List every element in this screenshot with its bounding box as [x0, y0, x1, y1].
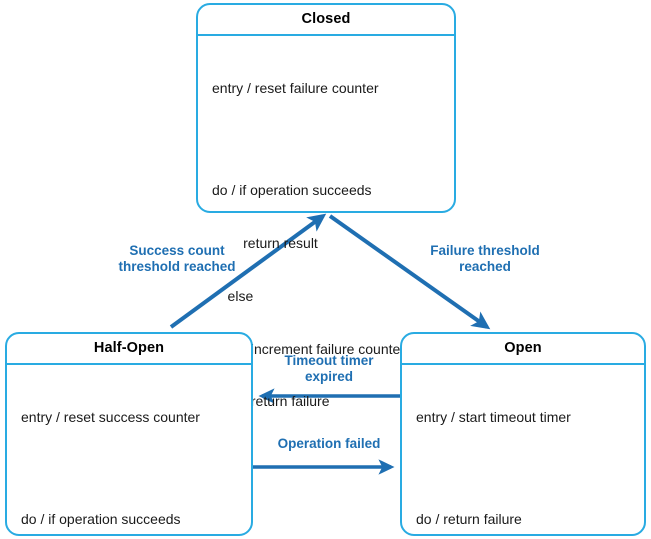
state-line: entry / reset failure counter — [212, 79, 379, 96]
state-line: do / if operation succeeds — [21, 510, 181, 527]
state-title-closed: Closed — [198, 5, 454, 36]
state-line-spacer — [212, 133, 454, 147]
state-line: entry / reset success counter — [21, 408, 200, 425]
state-line: return failure — [212, 393, 330, 410]
transition-label-failure-threshold-reached: Failure threshold reached — [430, 243, 540, 275]
state-title-open: Open — [402, 334, 644, 365]
state-line-spacer — [21, 462, 251, 476]
state-title-half-open: Half-Open — [7, 334, 251, 365]
state-body-closed: entry / reset failure counter do / if op… — [198, 36, 454, 539]
state-line: do / return failure — [416, 510, 522, 527]
state-line: increment failure counter — [212, 340, 405, 357]
transition-label-timeout-timer-expired: Timeout timer expired — [284, 353, 374, 385]
state-line: else — [212, 287, 254, 304]
state-line: return result — [212, 234, 318, 251]
transition-label-operation-failed: Operation failed — [277, 436, 381, 451]
state-node-closed[interactable]: Closed entry / reset failure counter do … — [196, 3, 456, 512]
state-body-half-open: entry / reset success counter do / if op… — [7, 365, 251, 539]
state-line: do / if operation succeeds — [212, 181, 372, 198]
state-line: entry / start timeout timer — [416, 408, 571, 425]
transition-label-success-count-threshold-reached: Success count threshold reached — [118, 243, 236, 275]
state-line-spacer — [416, 462, 644, 476]
state-node-open[interactable]: Open entry / start timeout timer do / re… — [400, 332, 646, 536]
state-node-half-open[interactable]: Half-Open entry / reset success counter … — [5, 332, 253, 536]
state-body-open: entry / start timeout timer do / return … — [402, 365, 644, 539]
